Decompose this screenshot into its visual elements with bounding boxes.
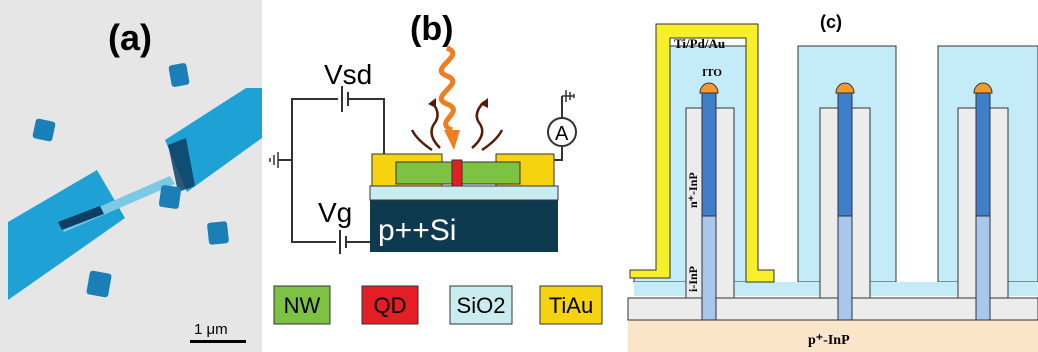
nanowire-contact-right <box>168 138 195 192</box>
alignment-marker <box>158 185 182 209</box>
i-inp-core-1 <box>701 215 717 321</box>
ito-label: ITO <box>702 67 722 79</box>
legend-swatch-tiau <box>539 285 603 325</box>
emission-arrow-head <box>428 98 436 108</box>
sio2-layer <box>369 185 559 201</box>
scale-bar <box>190 340 246 343</box>
legend-label-tiau: TiAu <box>549 293 593 318</box>
contact-tipdau <box>629 23 775 283</box>
nanowire-contact-left <box>58 206 104 230</box>
alignment-marker <box>207 221 229 245</box>
left-electrode <box>8 170 125 300</box>
vg-label: Vg <box>318 197 352 228</box>
panel-b-schematic: (b) Vsd Vg A <box>262 0 620 352</box>
cap-1 <box>699 82 719 94</box>
alignment-marker <box>86 270 112 298</box>
legend-swatch-nw <box>273 285 331 325</box>
substrate-pinp <box>628 320 1038 352</box>
legend-label-qd: QD <box>374 293 407 318</box>
legend-label-nw: NW <box>284 293 321 318</box>
cap-2 <box>835 82 855 94</box>
substrate-label: p⁺-InP <box>808 333 850 348</box>
vsd-label: Vsd <box>324 59 372 90</box>
n-inp-core-1 <box>701 91 717 217</box>
i-inp-core-3 <box>975 215 991 321</box>
circuit-wires <box>278 96 563 243</box>
legend: NW QD SiO2 TiAu <box>273 285 603 325</box>
cross-section-svg: p⁺-InP (c) Ti/Pd/Au ITO n⁺-InP i-InP <box>620 0 1038 352</box>
legend-swatch-qd <box>361 285 419 325</box>
legend-label-sio2: SiO2 <box>457 293 506 318</box>
photon-arrow-head <box>444 130 460 150</box>
panel-c-label: (c) <box>820 12 842 32</box>
schematic-svg: (b) Vsd Vg A <box>269 10 603 325</box>
alignment-marker <box>168 63 190 87</box>
panel-a-micrograph: (a) 1 μm <box>0 0 262 352</box>
micrograph-svg: (a) 1 μm <box>0 0 262 352</box>
i-inp-label: i-InP <box>686 266 700 292</box>
ammeter-label: A <box>555 123 569 145</box>
i-inp-core-2 <box>837 215 853 321</box>
ground-symbol-right <box>562 90 575 102</box>
incident-photon <box>438 45 456 133</box>
n-inp-core-2 <box>837 91 853 217</box>
substrate-layer <box>370 200 558 252</box>
panel-b-label: (b) <box>410 10 453 48</box>
ammeter <box>547 117 577 147</box>
ground-symbol-left <box>269 152 279 168</box>
micrograph-background <box>0 0 262 352</box>
alignment-marker <box>32 118 56 142</box>
emission-arrows <box>410 101 504 152</box>
contact-label: Ti/Pd/Au <box>674 36 725 51</box>
emission-arrow-head <box>480 98 488 108</box>
panel-a-label: (a) <box>108 17 152 58</box>
legend-swatch-sio2 <box>449 285 513 325</box>
scale-bar-label: 1 μm <box>194 321 228 338</box>
n-inp-core-3 <box>975 91 991 217</box>
panel-c-cross-section: p⁺-InP (c) Ti/Pd/Au ITO n⁺-InP i-InP <box>620 0 1038 352</box>
n-inp-label: n⁺-InP <box>686 172 700 208</box>
substrate-label: p++Si <box>378 214 456 247</box>
quantum-dot <box>451 159 463 187</box>
cap-3 <box>973 82 993 94</box>
